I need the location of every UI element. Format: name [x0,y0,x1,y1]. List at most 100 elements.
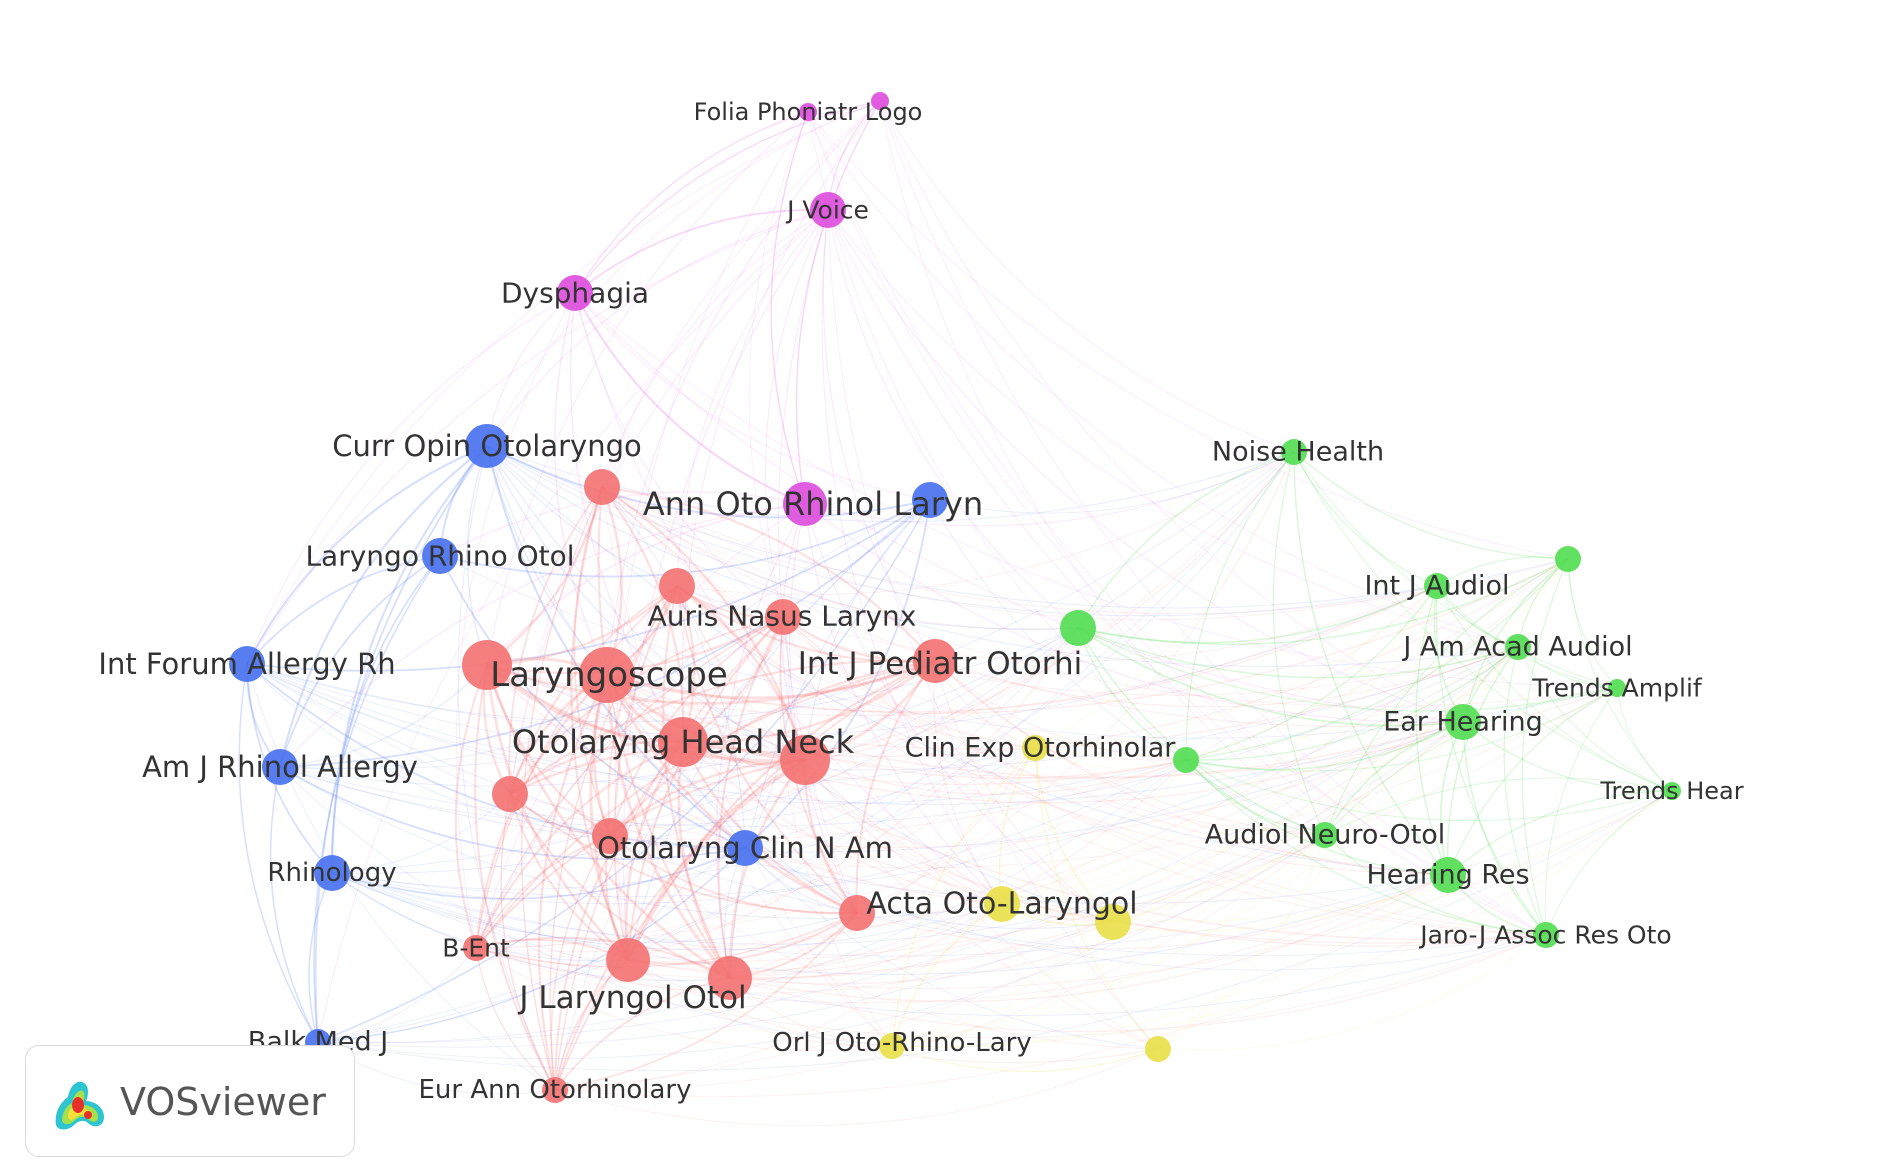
network-link [574,292,1003,905]
network-link [609,687,1618,869]
network-link [627,903,1003,973]
node-acta[interactable] [984,886,1020,922]
node-jaro[interactable] [1533,922,1559,948]
node-red_unl7[interactable] [708,956,752,1000]
network-link [744,616,790,849]
network-link [246,646,1519,771]
node-intjped[interactable] [913,639,957,683]
network-link [606,100,881,676]
network-link [827,209,1547,936]
network-link [1436,556,1569,587]
node-red_unl4[interactable] [584,469,620,505]
network-link [475,687,1618,963]
network-link [601,486,1464,728]
network-link [475,585,678,949]
node-label-noise: Noise Health [1212,437,1384,468]
network-link [1185,585,1438,761]
node-green_unl3[interactable] [1555,546,1581,572]
network-link [313,555,441,1043]
node-bent[interactable] [463,935,489,961]
network-link [486,615,784,675]
network-link [1324,558,1569,836]
node-label-bent: B-Ent [442,934,510,963]
network-link [554,660,936,1091]
network-link [605,674,732,980]
network-link [317,790,1673,1072]
network-link [246,663,1187,804]
node-annoto[interactable] [783,482,827,526]
node-label-otoclin: Otolaryng Clin N Am [597,831,893,865]
node-orlj[interactable] [879,1033,905,1059]
node-intjaudiol[interactable] [1424,573,1450,599]
network-link [486,445,1079,630]
node-trendshear[interactable] [1663,782,1681,800]
network-link [1517,646,1673,792]
node-red_unl1[interactable] [462,640,512,690]
node-yellow_unl1[interactable] [1095,904,1131,940]
network-link [246,663,1449,904]
node-hearingres[interactable] [1430,857,1466,893]
network-link [777,209,858,914]
network-link [1293,451,1569,560]
node-label-eurann: Eur Ann Otorhinolary [419,1075,692,1105]
node-red_unl2[interactable] [780,735,830,785]
node-label-laryngorhino: Laryngo Rhino Otol [305,540,574,573]
node-red_unl5[interactable] [492,776,528,812]
network-link [574,292,806,505]
network-link [601,486,893,1047]
network-link [279,766,893,1047]
node-trendsamp[interactable] [1608,679,1626,697]
node-earhearing[interactable] [1445,704,1481,740]
node-jlaryngol[interactable] [606,938,650,982]
node-folia[interactable] [799,103,817,121]
node-otoclin[interactable] [727,830,763,866]
node-red_unl6[interactable] [592,818,628,854]
network-link [486,445,1449,876]
node-laryngorhino[interactable] [422,538,458,574]
network-link [537,674,609,1091]
network-link [601,486,1449,876]
network-link [606,659,936,700]
node-eurann[interactable] [542,1077,568,1103]
node-yellow_unl2[interactable] [1145,1036,1171,1062]
node-jvoice[interactable] [810,192,846,228]
node-green_unl2[interactable] [1173,747,1199,773]
node-curropin[interactable] [465,424,509,468]
network-link [795,100,881,505]
node-dysphagia[interactable] [557,275,593,311]
node-label-folia: Folia Phoniatr Logo [694,98,923,126]
network-link [627,558,1569,961]
network-link [549,585,678,1091]
node-auris[interactable] [659,568,695,604]
network-link [1521,558,1569,936]
network-link [1001,874,1449,932]
node-label-intjaudiol: Int J Audiol [1364,571,1509,602]
network-link [1567,558,1618,689]
node-rhinology[interactable] [314,855,350,891]
node-blue_unl[interactable] [912,482,948,518]
node-otohn[interactable] [658,717,708,767]
node-jamacad[interactable] [1505,634,1531,660]
node-green_unl1[interactable] [1060,610,1096,646]
network-link [475,747,1036,949]
node-folia2[interactable] [871,92,889,110]
network-link [601,486,1438,621]
node-clinexp[interactable] [1022,735,1048,761]
node-red_unl3[interactable] [765,599,801,635]
network-link [509,793,858,914]
node-red_unl8[interactable] [839,895,875,931]
network-link [486,209,829,447]
network-link [1112,646,1519,923]
network-link [331,834,1326,945]
node-label-clinexp: Clin Exp Otorhinolar [905,733,1177,764]
node-amjrhinol[interactable] [262,749,298,785]
node-noise[interactable] [1281,439,1307,465]
network-link [607,585,678,837]
network-link [804,759,1187,795]
node-label-otohn: Otolaryng Head Neck [512,723,855,761]
node-laryngoscope[interactable] [579,647,635,703]
network-link [676,585,1519,696]
node-intforum[interactable] [229,646,265,682]
node-audiolneuro[interactable] [1312,822,1338,848]
